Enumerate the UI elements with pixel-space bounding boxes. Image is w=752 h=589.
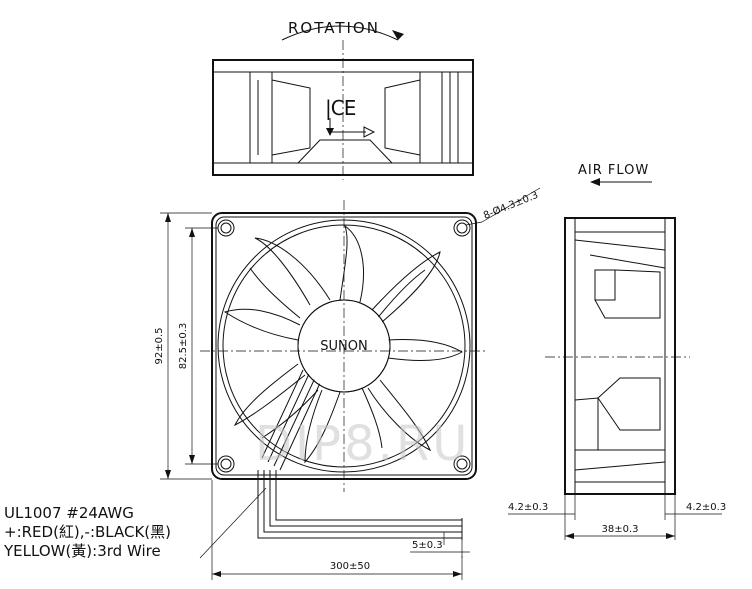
mount-hole-leader — [481, 187, 541, 223]
front-view: SUNON 8-Ø4.3±0.3 92±0.5 82.5±0.3 5±0.3 — [154, 187, 541, 580]
dim-5-label: 5±0.3 — [412, 540, 443, 551]
dim-4-2-left-label: 4.2±0.3 — [508, 502, 548, 513]
top-left-vane — [249, 71, 393, 164]
dim-82-5-label: 82.5±0.3 — [178, 323, 189, 370]
wire-note-leader — [199, 487, 267, 559]
top-frame — [212, 59, 474, 176]
dim-38-label: 38±0.3 — [601, 524, 638, 535]
rotation-label: ROTATION — [288, 19, 380, 37]
dim-92-label: 92±0.5 — [154, 327, 165, 364]
side-view: AIR FLOW 4.2±0.3 4.2±0.3 — [508, 163, 726, 540]
dim-4-2-right-label: 4.2±0.3 — [686, 502, 726, 513]
fan-blades — [223, 224, 464, 464]
lead-wires — [257, 470, 463, 540]
top-view: ROTATION |CE — [212, 19, 474, 180]
svg-text:|CE: |CE — [325, 96, 356, 120]
wire-note-line2: +:RED(紅),-:BLACK(黑) — [4, 523, 171, 541]
wire-note: UL1007 #24AWG +:RED(紅),-:BLACK(黑) YELLOW… — [3, 504, 171, 560]
rotation-arc — [281, 25, 399, 41]
ce-mark: |CE — [325, 96, 376, 138]
top-right-vane — [384, 71, 459, 164]
side-frame — [564, 217, 676, 495]
support-ribs — [261, 369, 322, 471]
watermark: DIP8.RU — [255, 416, 470, 472]
side-lower-vane — [574, 377, 666, 483]
rotation-arrowhead — [392, 30, 404, 40]
side-upper-vane — [574, 231, 666, 319]
air-flow-label: AIR FLOW — [578, 163, 649, 178]
dim-300-label: 300±50 — [330, 561, 370, 572]
mount-hole-label: 8-Ø4.3±0.3 — [482, 189, 540, 222]
mount-hole-leader — [465, 221, 483, 226]
wire-note-line3: YELLOW(黃):3rd Wire — [3, 542, 161, 560]
wire-note-line1: UL1007 #24AWG — [4, 504, 134, 522]
brand-label: SUNON — [320, 339, 367, 354]
